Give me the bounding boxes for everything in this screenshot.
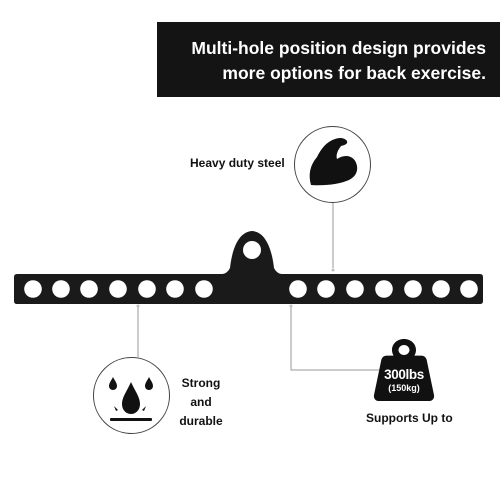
bar-hole <box>52 280 70 298</box>
callout-dots <box>136 268 335 308</box>
bar-hole <box>460 280 478 298</box>
weight-icon <box>373 339 435 401</box>
strong-line-3: durable <box>179 414 223 428</box>
bar-hole <box>404 280 422 298</box>
bar-hole <box>109 280 127 298</box>
muscle-arm-icon <box>309 137 358 186</box>
heavy-duty-label: Heavy duty steel <box>190 156 285 170</box>
strong-line-1: Strong <box>181 376 221 390</box>
bar-body <box>14 231 483 304</box>
bar-hole <box>432 280 450 298</box>
supports-label: Supports Up to <box>366 411 453 425</box>
bar-holes-left <box>24 280 213 298</box>
callout-dot <box>331 268 335 272</box>
bar-hole <box>138 280 156 298</box>
callout-line-weight <box>290 307 380 371</box>
strong-line-2: and <box>190 395 212 409</box>
callout-lines <box>137 203 380 371</box>
bar-hole <box>346 280 364 298</box>
headline-line-1: Multi-hole position design provides <box>191 38 486 58</box>
bar-holes-right <box>289 280 478 298</box>
water-drops-icon <box>109 377 153 421</box>
bar-hole <box>375 280 393 298</box>
durable-badge <box>93 357 170 434</box>
handle-bar <box>14 231 483 304</box>
callout-dot <box>289 304 293 308</box>
weight-value-kg: (150kg) <box>388 383 420 393</box>
muscle-badge <box>294 126 371 203</box>
strong-durable-label: Strong and durable <box>176 374 226 431</box>
bar-hole <box>166 280 184 298</box>
bar-top-hole <box>243 241 261 259</box>
bar-hole <box>195 280 213 298</box>
bar-hole <box>80 280 98 298</box>
bar-hole <box>289 280 307 298</box>
headline-banner: Multi-hole position design provides more… <box>157 22 500 97</box>
callout-dot <box>136 304 140 308</box>
bar-hole <box>24 280 42 298</box>
weight-value: 300lbs <box>384 367 424 382</box>
bar-hole <box>317 280 335 298</box>
headline-line-2: more options for back exercise. <box>222 63 486 83</box>
